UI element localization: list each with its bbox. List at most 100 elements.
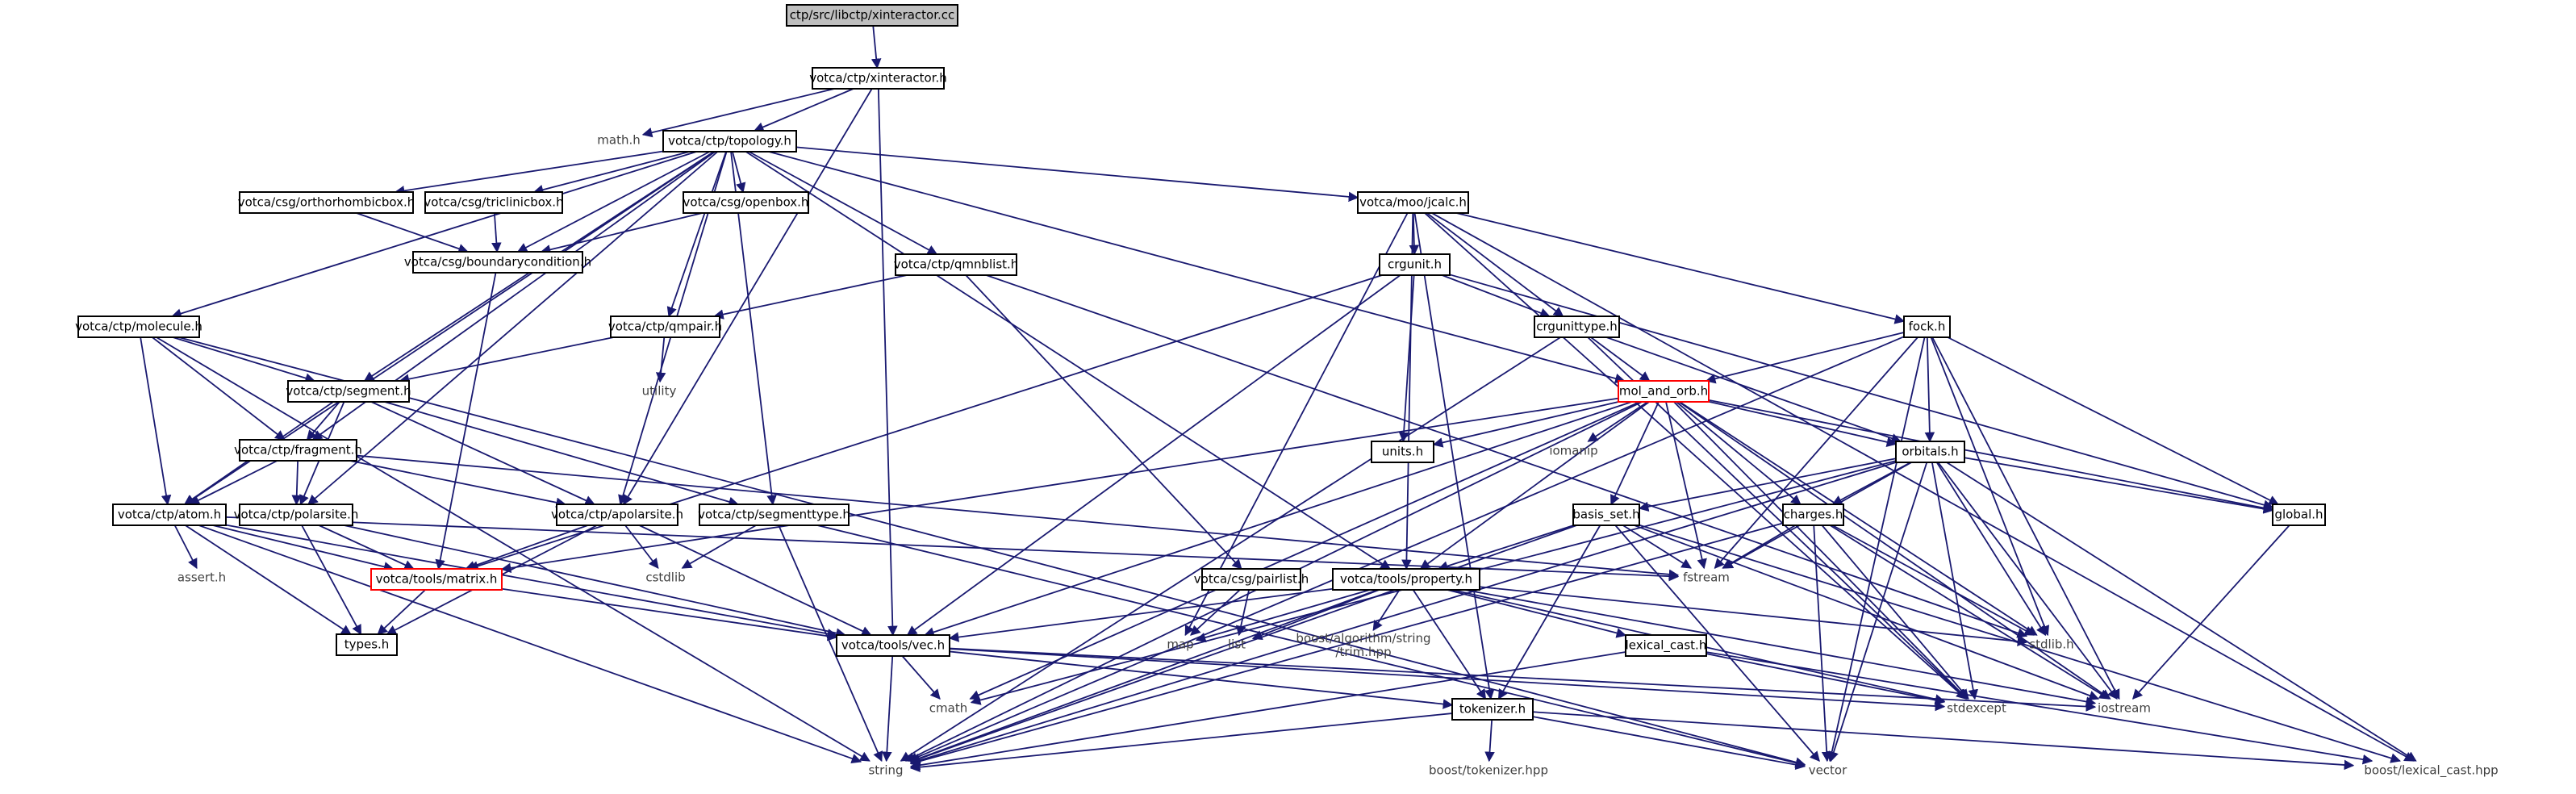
edge-matrix-to-types — [377, 589, 426, 635]
node-map[interactable]: map — [1164, 635, 1196, 654]
edge-fock-to-string — [907, 336, 1905, 763]
edge-polarsite-to-vec — [344, 524, 846, 638]
node-box — [1357, 191, 1469, 214]
node-box — [610, 316, 720, 338]
node-box — [370, 568, 503, 591]
node-pairlist[interactable]: votca/csg/pairlist.h — [1194, 568, 1309, 591]
edge-molorb-to-global — [1708, 399, 2274, 513]
node-label: vector — [1809, 763, 1847, 778]
node-bcond[interactable]: votca/csg/boundarycondition.h — [404, 251, 591, 274]
node-math[interactable]: math.h — [595, 131, 643, 150]
node-box — [287, 380, 410, 403]
node-ortho[interactable]: votca/csg/orthorhombicbox.h — [238, 191, 415, 214]
node-label: votca/ctp/qmnblist.h — [894, 257, 1019, 272]
edge-atom-to-types — [185, 524, 352, 635]
node-types[interactable]: types.h — [336, 633, 398, 656]
edge-orbitals-to-stdlib — [1935, 462, 2047, 637]
node-boosttrim[interactable]: boost/algorithm/string/trim.hpp — [1296, 630, 1430, 661]
edge-molorb-to-vec — [924, 401, 1632, 637]
edge-jcalc-to-fock — [1456, 212, 1906, 324]
node-tricl[interactable]: votca/csg/triclinicbox.h — [424, 191, 564, 214]
node-stdlib[interactable]: stdlib.h — [2027, 635, 2077, 654]
node-fstream[interactable]: fstream — [1678, 568, 1735, 587]
node-molorb[interactable]: mol_and_orb.h — [1618, 380, 1710, 403]
node-crgunit[interactable]: crgunit.h — [1379, 253, 1451, 276]
node-segtype[interactable]: votca/ctp/segmenttype.h — [698, 504, 850, 526]
node-jcalc[interactable]: votca/moo/jcalc.h — [1357, 191, 1469, 214]
node-openbox[interactable]: votca/csg/openbox.h — [683, 191, 809, 214]
node-polarsite[interactable]: votca/ctp/polarsite.h — [234, 504, 359, 526]
node-qmnblist[interactable]: votca/ctp/qmnblist.h — [894, 253, 1019, 276]
node-segment[interactable]: votca/ctp/segment.h — [286, 380, 411, 403]
edge-charges-to-string — [909, 522, 1784, 767]
node-fock[interactable]: fock.h — [1903, 316, 1951, 338]
node-boostlex[interactable]: boost/lexical_cast.hpp — [2353, 761, 2509, 780]
node-boosttok[interactable]: boost/tokenizer.hpp — [1428, 761, 1549, 780]
node-box — [836, 634, 950, 657]
edge-segtype-to-string — [778, 524, 883, 763]
node-property[interactable]: votca/tools/property.h — [1332, 568, 1480, 591]
edge-vec-to-tokenizer — [949, 650, 1454, 709]
edge-apolarsite-to-vec — [639, 524, 872, 636]
node-label: global.h — [2274, 508, 2323, 522]
node-label: votca/csg/orthorhombicbox.h — [238, 195, 415, 210]
node-label: votca/ctp/polarsite.h — [234, 508, 359, 522]
node-lexicalcast[interactable]: lexical_cast.h — [1625, 634, 1707, 657]
edge-molorb-to-iostream — [1678, 401, 2111, 700]
edge-jcalc-to-boostlex — [1431, 212, 2415, 762]
node-label: votca/tools/vec.h — [841, 638, 945, 653]
node-label: assert.h — [177, 570, 226, 585]
edge-property-to-map — [1195, 589, 1371, 643]
edge-fragment-to-apolarsite — [349, 460, 566, 508]
node-assert[interactable]: assert.h — [173, 568, 230, 587]
edge-orbitals-to-stdexcept — [1931, 462, 1979, 700]
edge-fragment-to-atom — [189, 460, 278, 505]
node-stdexcept[interactable]: stdexcept — [1944, 699, 2009, 718]
node-list[interactable]: list — [1221, 635, 1253, 654]
edge-apolarsite-to-matrix — [465, 524, 588, 571]
node-label: votca/ctp/xinteractor.h — [809, 71, 947, 86]
node-box — [1534, 316, 1620, 338]
edge-atom-to-fstream — [225, 516, 1680, 582]
node-box — [1201, 568, 1301, 591]
node-root[interactable]: ctp/src/libctp/xinteractor.cc — [786, 4, 958, 27]
node-global[interactable]: global.h — [2272, 504, 2326, 526]
node-basisset[interactable]: basis_set.h — [1572, 504, 1640, 526]
edge-polarsite-to-matrix — [318, 524, 415, 570]
node-fragment[interactable]: votca/ctp/fragment.h — [234, 439, 362, 462]
edge-property-to-lexicalcast — [1447, 589, 1627, 638]
node-orbitals[interactable]: orbitals.h — [1895, 441, 1965, 463]
node-units[interactable]: units.h — [1371, 441, 1434, 463]
edge-crgunittype-to-orbitals — [1605, 336, 1902, 444]
node-atom[interactable]: votca/ctp/atom.h — [112, 504, 227, 526]
node-xinteractor[interactable]: votca/ctp/xinteractor.h — [809, 67, 947, 90]
edge-basisset-to-string — [909, 524, 1577, 764]
node-crgunittype[interactable]: crgunittype.h — [1534, 316, 1620, 338]
edge-tokenizer-to-vector — [1532, 716, 1806, 770]
edge-property-to-boosttrim — [1372, 589, 1401, 632]
node-tokenizer[interactable]: tokenizer.h — [1451, 698, 1534, 721]
node-cstdlib[interactable]: cstdlib — [641, 568, 690, 587]
node-vec[interactable]: votca/tools/vec.h — [836, 634, 950, 657]
node-utility[interactable]: utility — [635, 382, 683, 401]
node-cmath[interactable]: cmath — [925, 699, 971, 718]
node-vector[interactable]: vector — [1805, 761, 1851, 780]
node-topology[interactable]: votca/ctp/topology.h — [662, 130, 797, 153]
node-apolarsite[interactable]: votca/ctp/apolarsite.h — [551, 504, 683, 526]
node-string[interactable]: string — [861, 761, 911, 780]
edge-qmnblist-to-stdlib — [986, 274, 2028, 638]
edge-qmnblist-to-qmpair — [713, 274, 908, 320]
node-qmpair[interactable]: votca/ctp/qmpair.h — [608, 316, 722, 338]
node-box — [1379, 253, 1451, 276]
node-iostream[interactable]: iostream — [2095, 699, 2153, 718]
node-box — [786, 4, 958, 27]
node-molecule[interactable]: votca/ctp/molecule.h — [75, 316, 202, 338]
node-matrix[interactable]: votca/tools/matrix.h — [370, 568, 503, 591]
edge-jcalc-to-tokenizer — [1413, 212, 1495, 700]
node-iomanip[interactable]: iomanip — [1547, 441, 1601, 461]
edge-fock-to-molorb — [1705, 332, 1905, 384]
node-charges[interactable]: charges.h — [1782, 504, 1844, 526]
node-box — [239, 191, 414, 214]
edge-atom-to-vec — [225, 524, 838, 639]
